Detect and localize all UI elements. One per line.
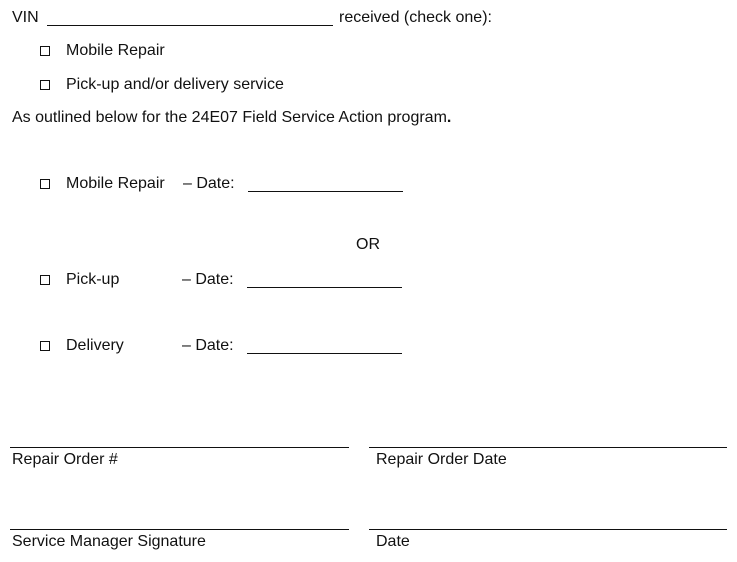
received-text: received (check one): <box>339 9 492 26</box>
pickup-date-checkbox[interactable] <box>40 275 50 285</box>
signature-date-label: Date <box>376 533 410 550</box>
repair-order-number-label: Repair Order # <box>12 451 118 468</box>
delivery-date-line[interactable] <box>247 353 402 354</box>
program-statement-text: As outlined below for the 24E07 Field Se… <box>12 109 447 126</box>
mobile-repair-checkbox[interactable] <box>40 46 50 56</box>
delivery-date-checkbox[interactable] <box>40 341 50 351</box>
pickup-date-label: Pick-up <box>66 271 120 288</box>
mobile-repair-date-line[interactable] <box>248 191 403 192</box>
pickup-date-line[interactable] <box>247 287 402 288</box>
service-manager-signature-line[interactable] <box>10 529 349 530</box>
repair-order-number-line[interactable] <box>10 447 349 448</box>
mobile-repair-option-label: Mobile Repair <box>66 42 165 59</box>
vin-label: VIN <box>12 9 39 26</box>
program-statement-period: . <box>446 109 452 126</box>
vin-input-line[interactable] <box>47 25 333 26</box>
pickup-delivery-option-label: Pick-up and/or delivery service <box>66 76 284 93</box>
mobile-repair-date-prefix: – Date: <box>183 175 235 192</box>
pickup-date-prefix: – Date: <box>182 271 234 288</box>
delivery-date-label: Delivery <box>66 337 124 354</box>
repair-order-date-line[interactable] <box>369 447 727 448</box>
signature-date-line[interactable] <box>369 529 727 530</box>
program-statement: As outlined below for the 24E07 Field Se… <box>12 109 451 127</box>
pickup-delivery-checkbox[interactable] <box>40 80 50 90</box>
mobile-repair-date-label: Mobile Repair <box>66 175 165 192</box>
repair-order-date-label: Repair Order Date <box>376 451 507 468</box>
mobile-repair-date-checkbox[interactable] <box>40 179 50 189</box>
or-separator: OR <box>356 236 380 253</box>
service-manager-signature-label: Service Manager Signature <box>12 533 206 550</box>
delivery-date-prefix: – Date: <box>182 337 234 354</box>
